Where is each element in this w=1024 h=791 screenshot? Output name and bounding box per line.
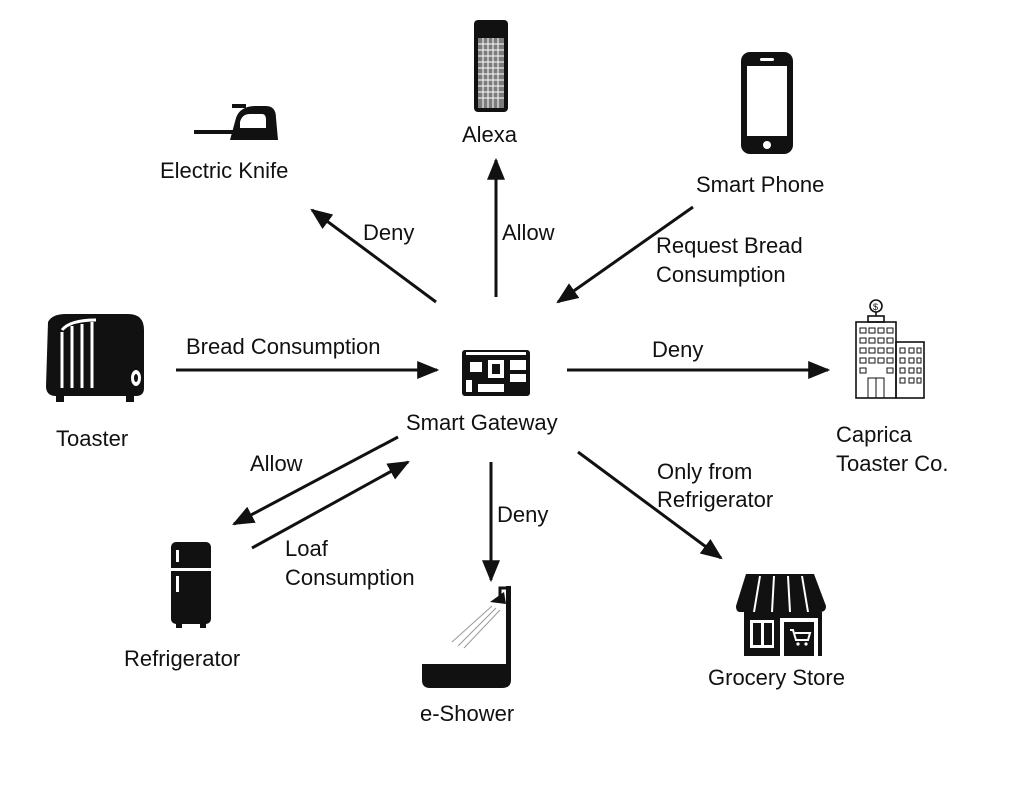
node-label-caprica-line1: Caprica: [836, 422, 912, 447]
edge-label-alexa: Allow: [502, 220, 555, 245]
edge-label-fridge-loaf-line1: Loaf: [285, 536, 328, 561]
edge-label-fridge-allow: Allow: [250, 451, 303, 476]
edge-label-grocery-line2: Refrigerator: [657, 487, 774, 512]
edge-label-shower: Deny: [497, 502, 549, 527]
toaster-icon: [46, 314, 144, 402]
clothes-iron-icon: [194, 104, 278, 140]
edge-label-fridge-loaf-line2: Consumption: [285, 565, 415, 590]
edge-label-knife: Deny: [363, 220, 415, 245]
node-label-refrigerator: Refrigerator: [124, 646, 241, 671]
node-label-smart-phone: Smart Phone: [696, 172, 825, 197]
shower-bathtub-icon: [422, 586, 511, 688]
edge-label-phone-line1: Request Bread: [656, 233, 803, 258]
edge-label-toaster: Bread Consumption: [186, 334, 381, 359]
smart-speaker-icon: [474, 20, 508, 112]
arrow-gateway-to-refrigerator: [232, 435, 399, 526]
node-label-caprica-line2: Toaster Co.: [836, 451, 949, 476]
node-label-alexa: Alexa: [462, 122, 518, 147]
node-label-smart-gateway: Smart Gateway: [406, 410, 558, 435]
arrow-gateway-to-grocery: [577, 450, 723, 560]
office-building-icon: $: [855, 299, 925, 399]
arrow-phone-to-gateway: [556, 205, 694, 304]
smartphone-icon: [741, 52, 793, 154]
node-label-grocery-store: Grocery Store: [708, 665, 845, 690]
circuit-board-icon: [462, 350, 530, 396]
storefront-icon: [736, 574, 826, 656]
arrow-refrigerator-to-gateway: [251, 460, 410, 550]
edge-label-grocery-line1: Only from: [657, 459, 753, 484]
node-label-electric-knife: Electric Knife: [160, 158, 289, 183]
svg-text:$: $: [873, 302, 878, 312]
refrigerator-icon: [171, 542, 211, 628]
node-label-e-shower: e-Shower: [420, 701, 515, 726]
arrow-gateway-to-knife: [310, 208, 437, 304]
edge-label-caprica: Deny: [652, 337, 704, 362]
edge-label-phone-line2: Consumption: [656, 262, 786, 287]
node-label-toaster: Toaster: [56, 426, 129, 451]
